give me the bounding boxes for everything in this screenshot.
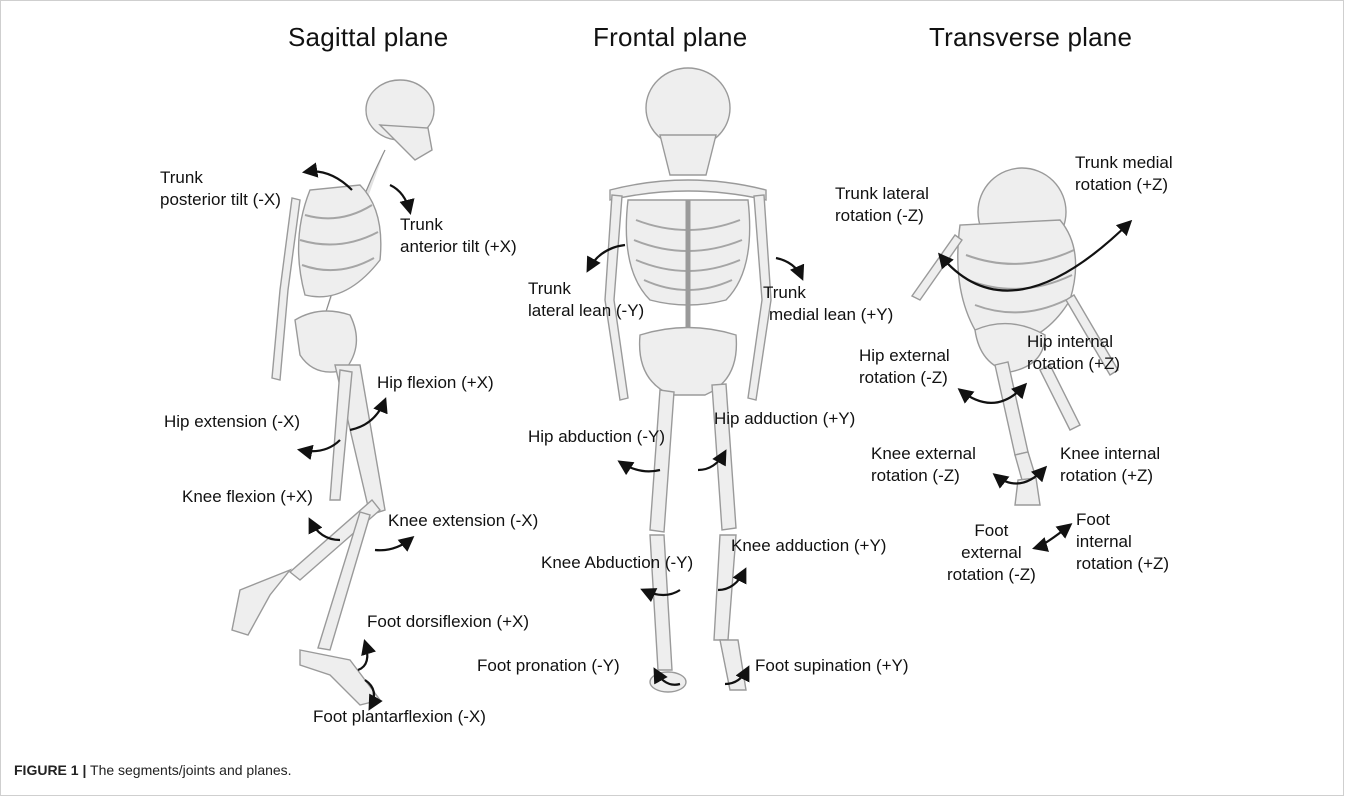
arrow-foot-rotation [1035,525,1070,548]
caption-text: The segments/joints and planes. [86,762,291,778]
label-trunk-medial-rotation: Trunk medial rotation (+Z) [1075,152,1173,196]
caption-label: FIGURE 1 | [14,762,86,778]
frontal-skeleton [605,68,771,692]
label-hip-abduction: Hip abduction (-Y) [528,426,665,448]
sagittal-title: Sagittal plane [288,22,448,53]
label-knee-internal-rotation: Knee internal rotation (+Z) [1060,443,1160,487]
label-hip-extension: Hip extension (-X) [164,411,300,433]
figure-caption: FIGURE 1 | The segments/joints and plane… [14,762,292,778]
frontal-title: Frontal plane [593,22,747,53]
label-knee-external-rotation: Knee external rotation (-Z) [871,443,976,487]
label-knee-extension: Knee extension (-X) [388,510,538,532]
transverse-title: Transverse plane [929,22,1132,53]
label-foot-dorsiflexion: Foot dorsiflexion (+X) [367,611,529,633]
arrow-trunk-anterior [390,185,410,212]
label-foot-external-rotation: Foot external rotation (-Z) [947,520,1036,586]
label-knee-adduction: Knee adduction (+Y) [731,535,886,557]
arrow-trunk-medial-lean [776,258,802,278]
arrow-foot-dorsiflexion [358,642,367,670]
label-hip-flexion: Hip flexion (+X) [377,372,494,394]
label-foot-plantarflexion: Foot plantarflexion (-X) [313,706,486,728]
label-trunk-medial-lean: Trunk medial lean (+Y) [763,282,893,326]
label-hip-adduction: Hip adduction (+Y) [714,408,855,430]
label-trunk-anterior-tilt: Trunk anterior tilt (+X) [400,214,517,258]
arrow-trunk-lateral-lean [588,245,625,270]
label-foot-internal-rotation: Foot internal rotation (+Z) [1076,509,1169,575]
label-foot-supination: Foot supination (+Y) [755,655,909,677]
label-hip-internal-rotation: Hip internal rotation (+Z) [1027,331,1120,375]
label-foot-pronation: Foot pronation (-Y) [477,655,620,677]
label-trunk-posterior-tilt: Trunk posterior tilt (-X) [160,167,281,211]
label-trunk-lateral-rotation: Trunk lateral rotation (-Z) [835,183,929,227]
label-trunk-lateral-lean: Trunk lateral lean (-Y) [528,278,644,322]
arrow-knee-extension [375,538,412,550]
label-hip-external-rotation: Hip external rotation (-Z) [859,345,950,389]
label-knee-abduction: Knee Abduction (-Y) [541,552,693,574]
label-knee-flexion: Knee flexion (+X) [182,486,313,508]
